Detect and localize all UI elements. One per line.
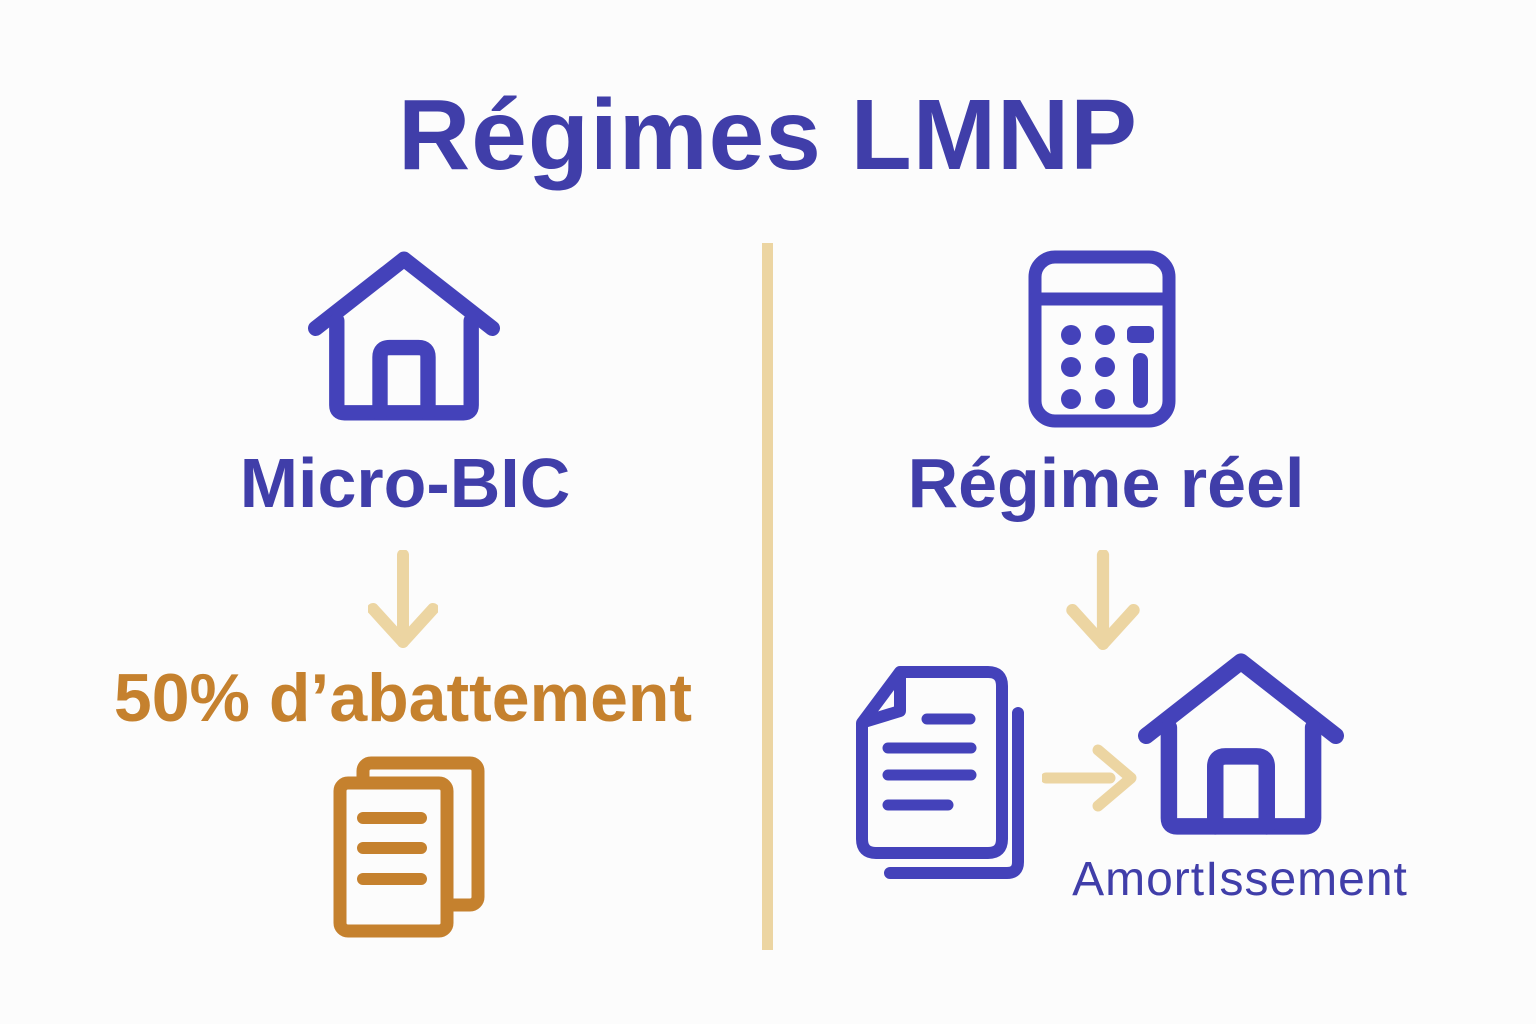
micro-bic-label: Micro-BIC	[239, 444, 571, 522]
down-arrow-icon	[1066, 550, 1140, 650]
amortissement-label: AmortIssement	[1072, 853, 1408, 906]
documents-icon	[333, 756, 485, 938]
house-icon	[308, 251, 500, 421]
abattement-label: 50% d’abattement	[113, 660, 693, 736]
down-arrow-icon	[368, 550, 438, 648]
page-title: Régimes LMNP	[398, 79, 1138, 191]
documents-icon	[856, 666, 1024, 879]
regime-reel-label: Régime réel	[907, 444, 1305, 522]
right-arrow-icon	[1042, 744, 1137, 812]
house-icon	[1138, 653, 1344, 835]
column-divider	[762, 243, 773, 950]
calculator-icon	[1028, 250, 1176, 428]
